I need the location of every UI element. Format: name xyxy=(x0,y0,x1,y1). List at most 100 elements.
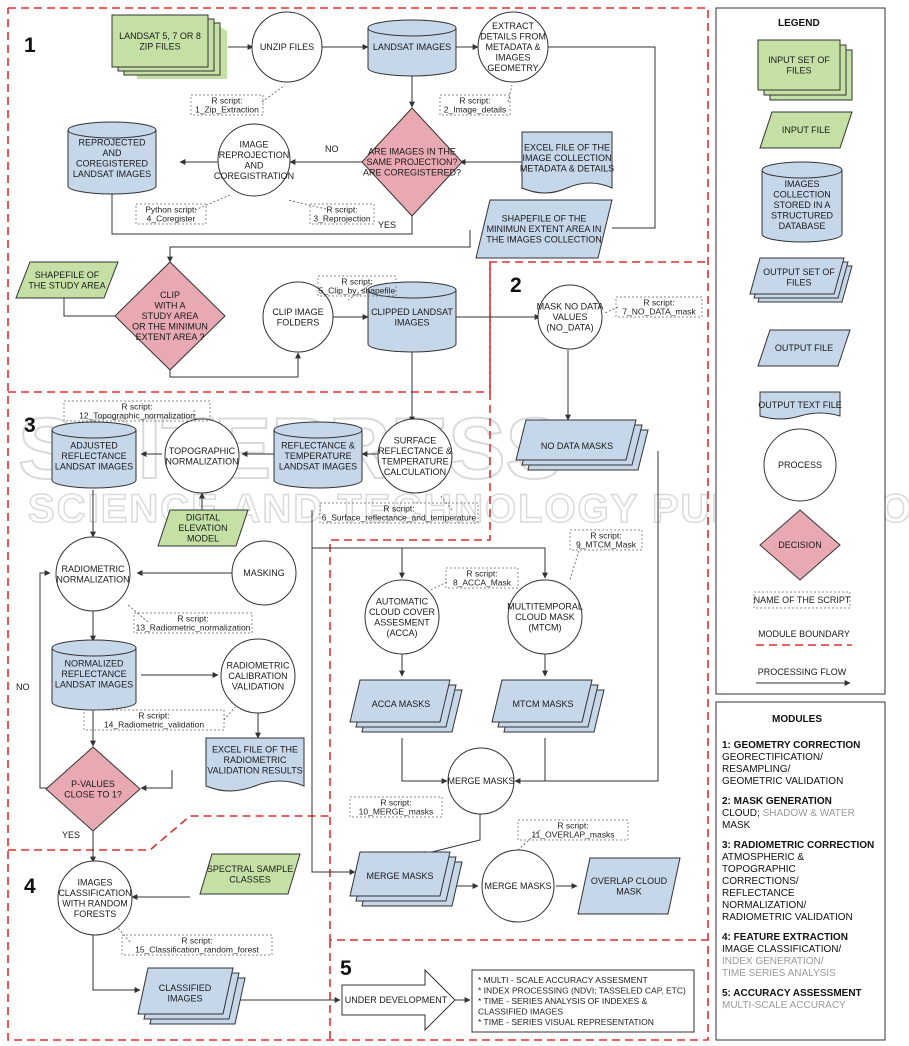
label-surf-calc-line: CALCULATION xyxy=(384,467,446,477)
legend-database-line: STRUCTURED xyxy=(771,211,833,221)
label-clip-dec-line: OR THE MINIMUN xyxy=(132,322,208,332)
label-shp-min-line: SHAPEFILE OF THE xyxy=(502,214,587,224)
flow-connectors xyxy=(39,44,659,1003)
label-same-proj-line: ARE IMAGES IN THE xyxy=(368,147,456,157)
legend-input-file: INPUT FILE xyxy=(782,125,830,135)
future-development-list: * MULTI - SCALE ACCURACY ASSESMENT* INDE… xyxy=(478,975,686,1027)
label-reprojected-line: REPROJECTED xyxy=(78,137,146,147)
label-nodata-masks: NO DATA MASKS xyxy=(541,441,613,451)
script-s3-line: 3_Reprojection xyxy=(313,214,370,224)
script-s5-line: 5_Clip_by_shapefile xyxy=(319,286,396,296)
process-mtcm xyxy=(507,579,583,655)
label-acca-line: AUTOMATIC xyxy=(376,596,429,606)
shapes xyxy=(15,11,695,1033)
label-radiometric-line: RADIOMETRIC xyxy=(62,564,126,574)
script-s7: R script:7_NO_DATA_mask xyxy=(622,298,696,317)
script-s10-line: R script: xyxy=(380,798,411,808)
label-pvalues-line: P-VALUES xyxy=(71,779,115,789)
module-detail: CLOUD; SHADOW & WATER xyxy=(722,808,855,819)
db-clipped xyxy=(367,281,457,353)
script-s5: R script:5_Clip_by_shapefile xyxy=(319,277,396,296)
legend-input-set-line: INPUT SET OF xyxy=(768,55,830,65)
decision-pvalues xyxy=(45,746,141,832)
flow-label-yes-1: YES xyxy=(378,220,396,230)
label-excel-meta-line: EXCEL FILE OF THE xyxy=(524,143,610,153)
script-s15-line: 15_Classification_random_forest xyxy=(135,945,259,955)
label-shp-study-line: THE STUDY AREA xyxy=(28,280,105,290)
script-s6: R script:6_Surface_reflectance_and_tempe… xyxy=(322,504,477,523)
legend-boundary-line: MODULE BOUNDARY xyxy=(758,629,850,639)
label-calib-line: RADIOMETRIC xyxy=(227,661,291,671)
script-s2-line: 2_Image_details xyxy=(444,105,506,115)
label-topo-line: NORMALIZATION xyxy=(165,456,238,466)
module-number-5: 5 xyxy=(340,957,352,980)
label-mask-nodata-line: MASK NO DATA xyxy=(537,302,604,312)
label-merge-out-line: MERGE MASKS xyxy=(366,871,433,881)
label-dem-line: MODEL xyxy=(187,534,219,544)
legend-database-line: STORED IN A xyxy=(774,200,831,210)
legend-title: LEGEND xyxy=(778,18,820,29)
process-clip-folders xyxy=(262,281,334,353)
label-surf-calc-line: TEMPERATURE xyxy=(381,456,448,466)
label-clipped-line: IMAGES xyxy=(394,317,429,327)
script-s4-line: 4_Coregister xyxy=(147,214,196,224)
label-normalized-line: LANDSAT IMAGES xyxy=(55,680,133,690)
label-extract-line: EXTRACT xyxy=(492,21,535,31)
module-detail: MASK xyxy=(722,820,751,831)
output-set-classified xyxy=(137,967,246,1025)
module-number-2: 2 xyxy=(510,274,522,297)
script-s8-line: R script: xyxy=(466,569,497,579)
module-detail: REFLECTANCE xyxy=(722,888,795,899)
label-overlap-line: MASK xyxy=(616,886,642,896)
module-detail: TOPOGRAPHIC xyxy=(722,864,796,875)
db-reprojected xyxy=(67,121,157,195)
input-file-spectral xyxy=(199,853,301,895)
label-calib-line: CALIBRATION xyxy=(228,671,287,681)
label-reprojection-line: IMAGE xyxy=(239,139,268,149)
legend-output-file: OUTPUT FILE xyxy=(775,343,833,353)
label-mtcm-line: MULTITEMPORAL xyxy=(507,602,583,612)
label-extract-line: GEOMETRY xyxy=(487,63,538,73)
label-adjusted-line: REFLECTANCE xyxy=(61,451,126,461)
module-detail: TIME SERIES ANALYSIS xyxy=(722,968,836,979)
module-boundaries xyxy=(7,7,709,1041)
module-detail: GEORECTIFICATION/ xyxy=(722,752,823,763)
input-file-shp-study xyxy=(15,261,119,299)
script-s11-line: R script: xyxy=(557,821,588,831)
flow-label-no-1: NO xyxy=(325,144,339,154)
label-adjusted-line: ADJUSTED xyxy=(70,441,118,451)
label-shp-study-line: SHAPEFILE OF xyxy=(35,270,100,280)
module-detail: INDEX GENERATION/ xyxy=(722,956,824,967)
label-pvalues-line: CLOSE TO 1? xyxy=(64,789,122,799)
script-s12-line: R script: xyxy=(121,402,152,412)
output-file-overlap xyxy=(577,857,681,915)
future-list-box xyxy=(471,969,695,1033)
label-under-dev-line: UNDER DEVELOPMENT xyxy=(345,995,448,1005)
output-set-acca-masks xyxy=(349,679,463,733)
script-s1-line: 1_Zip_Extraction xyxy=(195,105,259,115)
script-s11: R script:11_OVERLAP_masks xyxy=(532,821,615,840)
future-list-item: * TIME - SERIES VISUAL REPRESENTATION xyxy=(478,1017,654,1027)
future-list-item: * MULTI - SCALE ACCURACY ASSESMENT xyxy=(478,975,648,985)
script-s6-line: R script: xyxy=(383,504,414,514)
label-excel-radio-line: RADIOMETRIC xyxy=(224,755,288,765)
label-acca-line: (ACCA) xyxy=(387,628,418,638)
module-detail: RESAMPLING/ xyxy=(722,764,791,775)
process-radiometric xyxy=(55,536,131,612)
script-s15: R script:15_Classification_random_forest xyxy=(135,936,259,955)
module-detail: NORMALIZATION/ xyxy=(722,900,806,911)
label-reprojection-line: REPROJECTION xyxy=(219,150,290,160)
label-surf-calc-line: SURFACE xyxy=(394,435,437,445)
label-nodata-masks-line: NO DATA MASKS xyxy=(541,441,613,451)
label-adjusted-line: LANDSAT IMAGES xyxy=(55,462,133,472)
flow-label-yes-2: YES xyxy=(62,830,80,840)
